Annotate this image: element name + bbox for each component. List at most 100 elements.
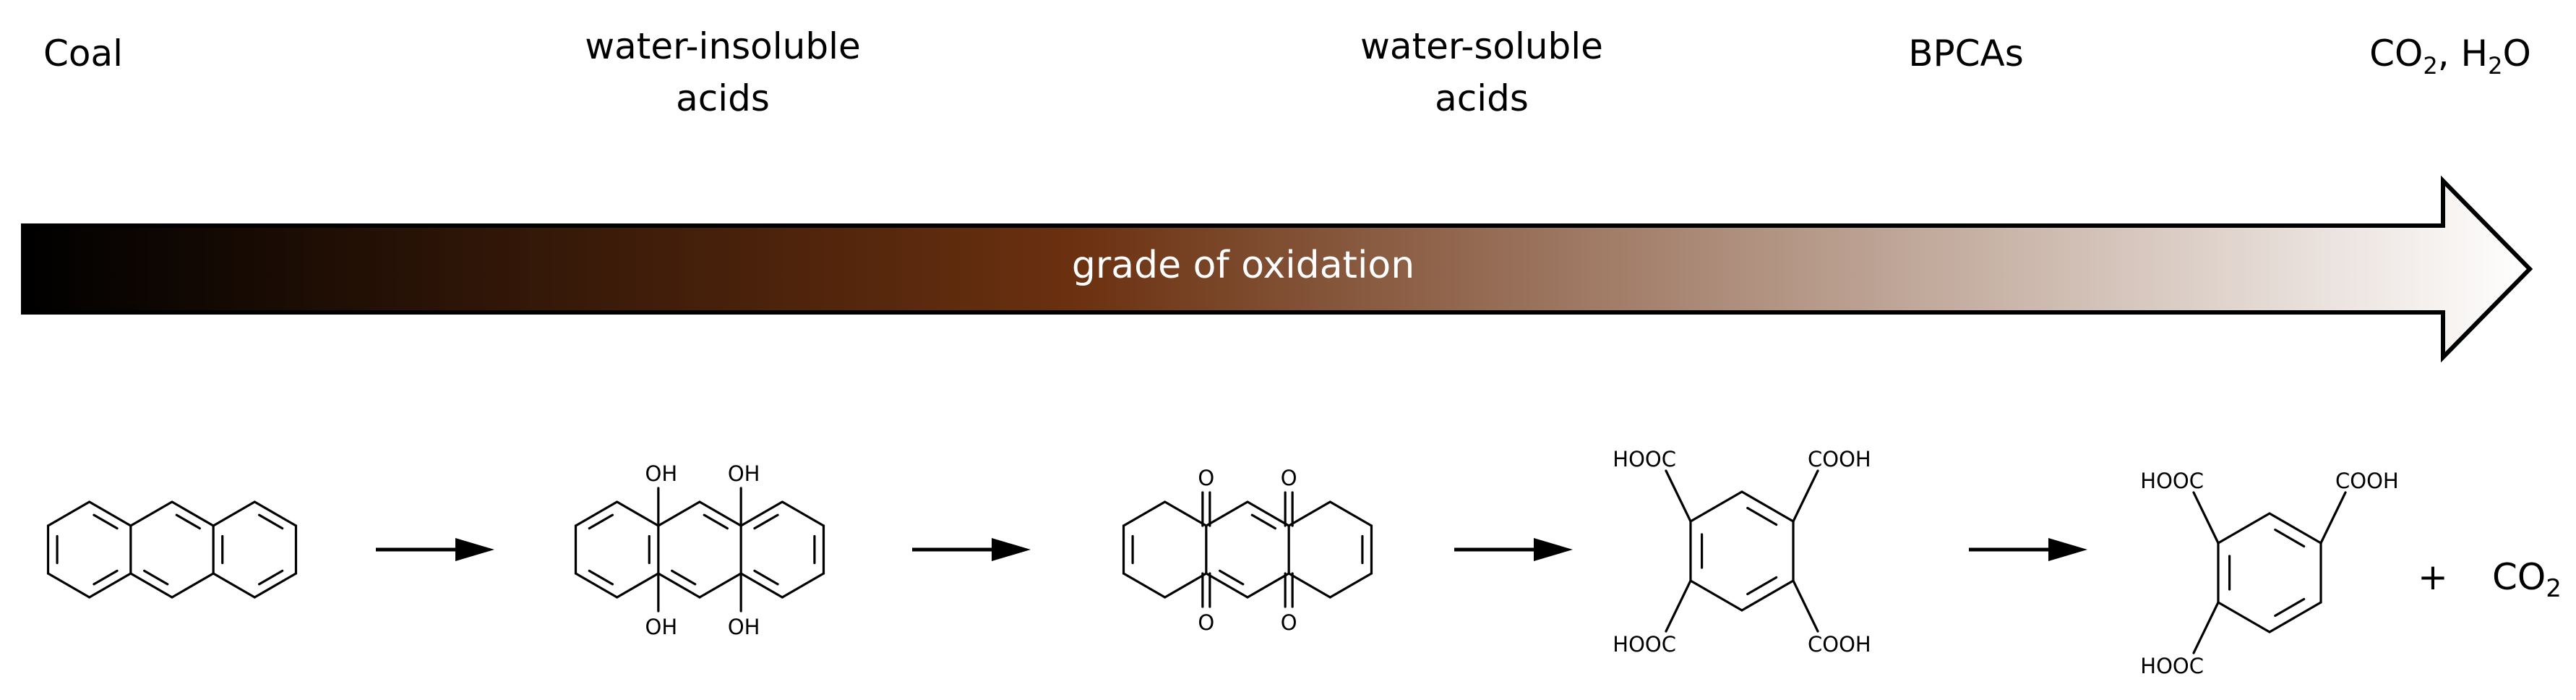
bond-line <box>1122 500 1167 527</box>
cooh-top-right: COOH <box>1808 447 1871 471</box>
bond-line <box>1328 572 1373 599</box>
double-bond-line <box>257 513 284 530</box>
bond-line <box>1164 572 1208 599</box>
bond-line <box>129 500 173 527</box>
oxo-top-left: O <box>1198 466 1214 490</box>
bond-line <box>1205 500 1249 527</box>
bond-line <box>574 500 619 527</box>
double-bond-line <box>753 569 779 586</box>
bond-line <box>46 572 91 599</box>
double-bond-line <box>2274 528 2306 548</box>
double-bond-line <box>753 513 779 530</box>
stage-label-line1: water-soluble <box>1360 25 1603 67</box>
bond-line <box>1328 500 1373 527</box>
double-bond-line <box>175 513 201 530</box>
benzenetricarboxylic-acid-molecule: HOOC COOH HOOC <box>2140 469 2398 678</box>
bond-line <box>171 572 215 599</box>
oxidation-gradient-arrow <box>21 175 2533 363</box>
reaction-arrow-3 <box>1454 538 1573 561</box>
bond-line <box>2268 512 2322 545</box>
bond-line <box>212 572 256 599</box>
plus-sign: + <box>2418 556 2448 598</box>
bond-line <box>1246 500 1290 527</box>
double-bond-line <box>671 569 697 586</box>
bond-line <box>616 500 660 527</box>
double-bond-line <box>2274 597 2306 618</box>
double-bond-line <box>588 569 614 586</box>
double-bond-line <box>1250 513 1276 530</box>
bond-line <box>616 572 660 599</box>
bond-line <box>574 572 619 599</box>
hooc-top-left: HOOC <box>2140 469 2204 493</box>
end-co: CO2, H2O <box>2369 33 2531 80</box>
bond-line <box>739 572 783 599</box>
stage-label-line1: Coal <box>43 33 124 74</box>
bond-line <box>88 500 132 527</box>
bond-line <box>698 500 742 527</box>
bond-line <box>1740 579 1795 612</box>
bond-line <box>1792 579 1819 633</box>
bond-line <box>2217 601 2271 633</box>
bond-line <box>1205 572 1249 599</box>
bond-line <box>1665 579 1692 633</box>
bond-line <box>657 572 701 599</box>
stage-label-line2: acids <box>676 77 770 119</box>
double-bond-line <box>143 569 169 586</box>
bond-line <box>1792 469 1819 523</box>
bond-line <box>1665 469 1692 523</box>
oh-bottom-right: OH <box>728 615 760 639</box>
bond-line <box>2192 491 2220 545</box>
cooh-bottom-right: COOH <box>1808 632 1871 657</box>
bond-line <box>88 572 132 599</box>
bond-line <box>2319 491 2347 545</box>
bond-line <box>1122 572 1167 599</box>
tetrahydroxyanthracene-molecule: OH OH OH OH <box>574 461 825 639</box>
oh-bottom-left: OH <box>645 615 678 639</box>
oxo-bottom-left: O <box>1198 610 1214 635</box>
stage-label-water-insoluble-acids: water-insoluble acids <box>535 20 911 124</box>
anthradiquinone-molecule: O O O O <box>1122 466 1373 635</box>
stage-label-line2: acids <box>1435 77 1529 119</box>
bond-line <box>698 572 742 599</box>
bond-line <box>1287 572 1331 599</box>
bond-line <box>1740 490 1795 523</box>
double-bond-line <box>1746 506 1778 526</box>
bond-line <box>739 500 783 527</box>
bond-line <box>2268 601 2322 633</box>
hooc-bottom-left: HOOC <box>1613 632 1676 657</box>
bond-line <box>2217 512 2271 545</box>
oxo-bottom-right: O <box>1281 610 1297 635</box>
double-bond-line <box>93 569 119 586</box>
hooc-bottom-left: HOOC <box>2140 654 2204 678</box>
oh-top-right: OH <box>728 461 760 486</box>
double-bond-line <box>1219 569 1245 586</box>
bond-line <box>781 500 825 527</box>
reaction-arrow-2 <box>912 538 1031 561</box>
oh-top-left: OH <box>645 461 678 486</box>
bond-line <box>212 500 256 527</box>
bond-line <box>253 500 298 527</box>
bond-line <box>1164 500 1208 527</box>
double-bond-line <box>257 569 284 586</box>
oxo-top-right: O <box>1281 466 1297 490</box>
stage-label-line1: BPCAs <box>1908 33 2024 74</box>
reaction-arrow-4 <box>1969 538 2087 561</box>
anthracene-molecule <box>46 500 298 599</box>
bond-line <box>1689 490 1743 523</box>
stage-label-water-soluble-acids: water-soluble acids <box>1294 20 1670 124</box>
stage-label-line1: water-insoluble <box>585 25 861 67</box>
cooh-top-right: COOH <box>2335 469 2399 493</box>
co2-product: CO2 <box>2492 556 2562 603</box>
stage-label-bpcas: BPCAs <box>1850 27 2082 80</box>
double-bond-line <box>1746 576 1778 596</box>
double-bond-line <box>93 513 119 530</box>
double-bond-line <box>703 513 729 530</box>
bond-line <box>781 572 825 599</box>
arrow-caption: grade of oxidation <box>1072 244 1414 287</box>
bond-line <box>253 572 298 599</box>
bond-line <box>1287 500 1331 527</box>
bond-line <box>2192 601 2220 654</box>
stage-label-co2-h2o: CO2, H2O <box>2335 27 2566 92</box>
